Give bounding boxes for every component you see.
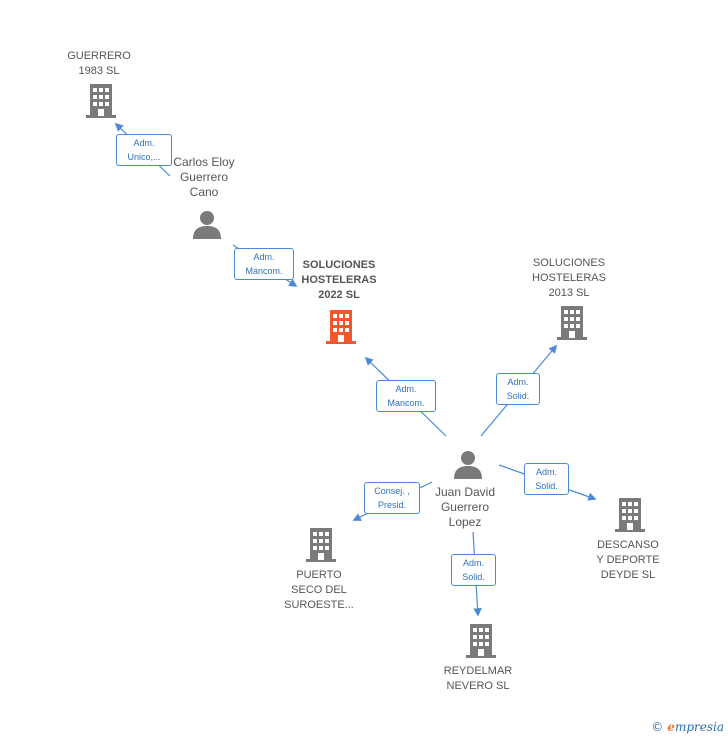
building-icon[interactable] bbox=[326, 310, 356, 344]
node-label-carlos-eloy-guerrero-cano[interactable]: Carlos Eloy Guerrero Cano bbox=[173, 155, 235, 199]
node-label-descanso-y-deporte-deyde[interactable]: DESCANSO Y DEPORTE DEYDE SL bbox=[596, 539, 660, 581]
brand-initial: e bbox=[667, 720, 675, 734]
building-icon[interactable] bbox=[615, 498, 645, 532]
building-icon[interactable] bbox=[466, 624, 496, 658]
building-icon[interactable] bbox=[306, 528, 336, 562]
edge-label-juan-soluciones2022[interactable]: Adm. Mancom. bbox=[376, 380, 436, 412]
edge-label-juan-reydelmar[interactable]: Adm. Solid. bbox=[451, 554, 496, 586]
node-label-guerrero-1983[interactable]: GUERRERO 1983 SL bbox=[67, 50, 131, 77]
node-label-puerto-seco-del-suroeste[interactable]: PUERTO SECO DEL SUROESTE... bbox=[284, 569, 354, 611]
copyright-icon: © bbox=[651, 720, 664, 734]
edge-label-carlos-soluciones2022[interactable]: Adm. Mancom. bbox=[234, 248, 294, 280]
person-icon[interactable] bbox=[192, 210, 222, 240]
node-label-juan-david-guerrero-lopez[interactable]: Juan David Guerrero Lopez bbox=[434, 485, 496, 529]
node-label-reydelmar-nevero[interactable]: REYDELMAR NEVERO SL bbox=[443, 665, 513, 692]
node-label-soluciones-hosteleras-2022[interactable]: SOLUCIONES HOSTELERAS 2022 SL bbox=[301, 259, 377, 301]
person-icon[interactable] bbox=[453, 450, 483, 480]
brand-name: mpresia bbox=[674, 720, 724, 734]
building-icon[interactable] bbox=[86, 84, 116, 118]
edge-label-juan-descanso[interactable]: Adm. Solid. bbox=[524, 463, 569, 495]
building-icon[interactable] bbox=[557, 306, 587, 340]
edge-label-juan-puerto[interactable]: Consej. , Presid. bbox=[364, 482, 420, 514]
node-label-soluciones-hosteleras-2013[interactable]: SOLUCIONES HOSTELERAS 2013 SL bbox=[532, 257, 606, 299]
edge-label-juan-soluciones2013[interactable]: Adm. Solid. bbox=[496, 373, 540, 405]
edge-label-carlos-guerrero[interactable]: Adm. Unico,... bbox=[116, 134, 172, 166]
empresia-brand[interactable]: ©empresia bbox=[651, 720, 724, 734]
